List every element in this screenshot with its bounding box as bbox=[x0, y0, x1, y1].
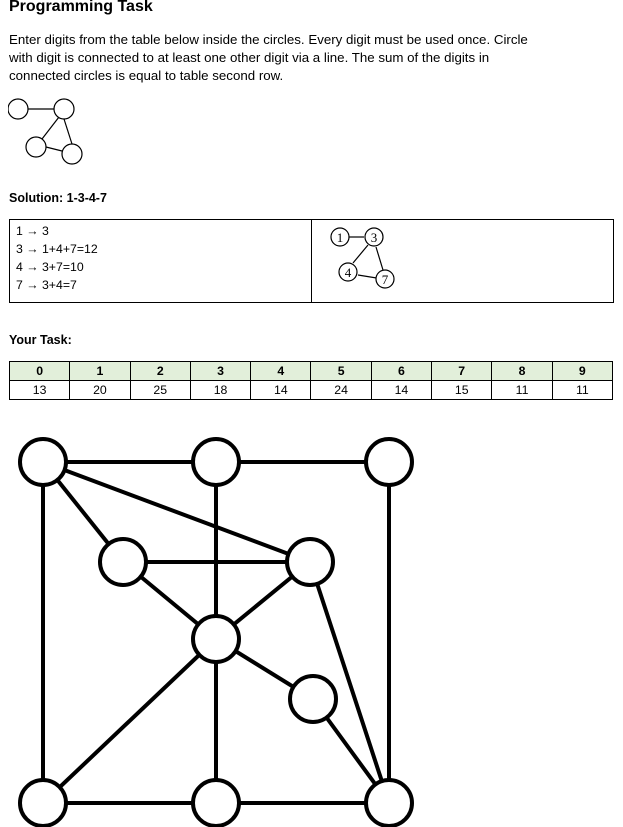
solution-divider bbox=[311, 220, 312, 302]
sum-cell: 15 bbox=[431, 380, 493, 400]
sum-cell: 24 bbox=[310, 380, 372, 400]
sum-cell: 20 bbox=[69, 380, 131, 400]
example-edge bbox=[63, 118, 73, 145]
puzzle-circle[interactable] bbox=[285, 537, 335, 587]
digit-sum-table: 0 1 2 3 4 5 6 7 8 9 13 20 25 18 14 24 14… bbox=[8, 361, 614, 400]
example-circle bbox=[8, 98, 29, 120]
description-line: Enter digits from the table below inside… bbox=[9, 32, 528, 47]
solution-circle bbox=[364, 227, 384, 247]
digit-cell: 5 bbox=[310, 361, 372, 381]
solution-circle-label: 4 bbox=[345, 265, 352, 280]
example-circle bbox=[25, 136, 47, 158]
example-circle bbox=[53, 98, 75, 120]
digit-cell: 9 bbox=[551, 361, 614, 381]
description-line: connected circles is equal to table seco… bbox=[9, 68, 284, 83]
digit-cell: 0 bbox=[8, 361, 71, 381]
solution-line: 3 → 1+4+7=12 bbox=[16, 242, 98, 256]
example-edge bbox=[41, 116, 60, 140]
puzzle-edge bbox=[308, 560, 391, 805]
solution-circle-label: 1 bbox=[337, 230, 344, 245]
task-heading: Your Task: bbox=[9, 333, 72, 347]
digits-row: 0 1 2 3 4 5 6 7 8 9 bbox=[8, 361, 614, 381]
digit-cell: 1 bbox=[69, 361, 131, 381]
digit-cell: 2 bbox=[129, 361, 191, 381]
puzzle-circle[interactable] bbox=[364, 778, 414, 827]
puzzle-circle[interactable] bbox=[191, 614, 241, 664]
puzzle-circle[interactable] bbox=[288, 674, 338, 724]
page-title: Programming Task bbox=[9, 0, 153, 15]
digit-cell: 7 bbox=[431, 361, 493, 381]
sums-row: 13 20 25 18 14 24 14 15 11 11 bbox=[8, 380, 614, 400]
solution-edge bbox=[375, 246, 384, 271]
task-description: Enter digits from the table below inside… bbox=[9, 31, 609, 85]
description-line: with digit is connected to at least one … bbox=[9, 50, 490, 65]
digit-cell: 6 bbox=[370, 361, 433, 381]
solution-line: 4 → 3+7=10 bbox=[16, 260, 84, 274]
puzzle-graph bbox=[18, 437, 414, 827]
example-graph bbox=[8, 98, 83, 165]
sum-cell: 14 bbox=[250, 380, 312, 400]
solution-circle-label: 7 bbox=[382, 272, 389, 287]
puzzle-edge bbox=[41, 460, 312, 564]
solution-circle bbox=[338, 262, 358, 282]
digit-cell: 4 bbox=[250, 361, 312, 381]
example-edge bbox=[45, 146, 63, 152]
solution-heading: Solution: 1-3-4-7 bbox=[9, 191, 107, 205]
puzzle-circle[interactable] bbox=[364, 437, 414, 487]
solution-line: 7 → 3+4=7 bbox=[16, 278, 77, 292]
solution-circle-label: 3 bbox=[371, 230, 378, 245]
sum-cell: 11 bbox=[491, 380, 553, 400]
solution-graph: 1 3 4 7 bbox=[330, 227, 395, 289]
sum-cell: 18 bbox=[189, 380, 252, 400]
solution-circle bbox=[375, 269, 395, 289]
solution-circle bbox=[330, 227, 350, 247]
sum-cell: 14 bbox=[370, 380, 433, 400]
puzzle-circle[interactable] bbox=[98, 537, 148, 587]
solution-explanation: 1 → 3 3 → 1+4+7=12 4 → 3+7=10 7 → 3+4=7 bbox=[16, 222, 98, 294]
example-circle bbox=[61, 143, 83, 165]
digit-cell: 3 bbox=[189, 361, 252, 381]
solution-line: 1 → 3 bbox=[16, 224, 49, 238]
puzzle-circle[interactable] bbox=[18, 778, 68, 827]
sum-cell: 25 bbox=[129, 380, 191, 400]
solution-edge bbox=[352, 244, 369, 264]
solution-box: 1 → 3 3 → 1+4+7=12 4 → 3+7=10 7 → 3+4=7 … bbox=[9, 219, 614, 303]
sum-cell: 13 bbox=[8, 380, 71, 400]
puzzle-circle[interactable] bbox=[18, 437, 68, 487]
sum-cell: 11 bbox=[551, 380, 614, 400]
digit-cell: 8 bbox=[491, 361, 553, 381]
puzzle-circle[interactable] bbox=[191, 437, 241, 487]
puzzle-edge bbox=[41, 637, 218, 805]
puzzle-circle[interactable] bbox=[191, 778, 241, 827]
